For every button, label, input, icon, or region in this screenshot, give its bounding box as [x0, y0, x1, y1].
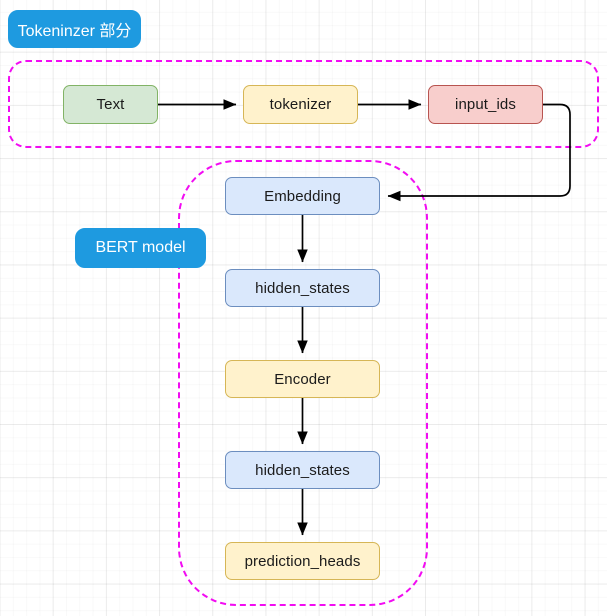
node-input-ids-label: input_ids	[455, 96, 516, 113]
node-embedding[interactable]: Embedding	[225, 177, 380, 215]
node-hidden-states-2-label: hidden_states	[255, 461, 350, 479]
node-prediction-heads-label: prediction_heads	[244, 552, 361, 570]
label-bert-model-text: BERT model	[95, 239, 186, 256]
node-text-label: Text	[96, 96, 125, 113]
node-tokenizer-label: tokenizer	[269, 96, 332, 113]
node-text[interactable]: Text	[63, 85, 158, 124]
group-tokenizer-section[interactable]	[8, 60, 599, 148]
node-hidden-states-1-label: hidden_states	[255, 279, 350, 297]
node-input-ids[interactable]: input_ids	[428, 85, 543, 124]
node-encoder[interactable]: Encoder	[225, 360, 380, 398]
edge-input-ids-to-embedding	[387, 103, 571, 202]
label-tokenizer-section-text: Tokeninzer 部分	[17, 23, 132, 40]
label-bert-model[interactable]: BERT model	[75, 228, 206, 268]
node-prediction-heads[interactable]: prediction_heads	[225, 542, 380, 580]
node-encoder-label: Encoder	[274, 370, 331, 388]
group-bert-model[interactable]	[178, 160, 428, 606]
node-tokenizer[interactable]: tokenizer	[243, 85, 358, 124]
node-embedding-label: Embedding	[264, 187, 341, 205]
label-tokenizer-section[interactable]: Tokeninzer 部分	[8, 10, 141, 48]
node-hidden-states-2[interactable]: hidden_states	[225, 451, 380, 489]
node-hidden-states-1[interactable]: hidden_states	[225, 269, 380, 307]
